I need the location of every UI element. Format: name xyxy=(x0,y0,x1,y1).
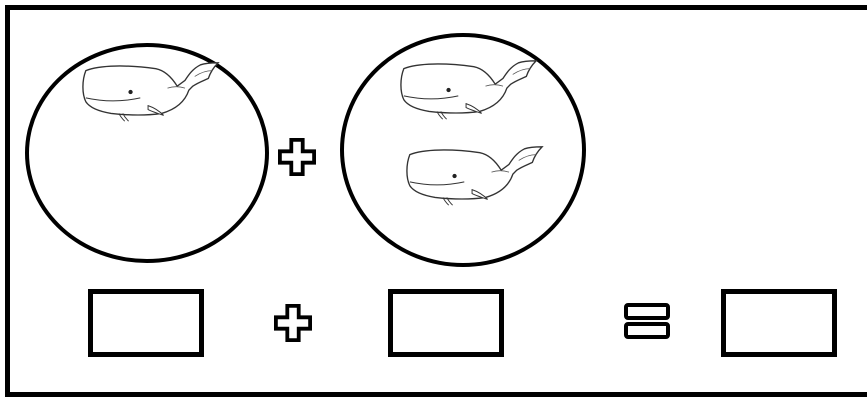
answer-box-second-addend[interactable] xyxy=(388,289,504,357)
plus-icon xyxy=(278,138,316,176)
plus-icon xyxy=(274,304,312,342)
answer-box-first-addend[interactable] xyxy=(88,289,204,357)
whale-icon xyxy=(400,60,537,120)
answer-box-sum[interactable] xyxy=(721,289,837,357)
equals-icon xyxy=(624,303,670,339)
whale-icon xyxy=(406,146,543,206)
whale-icon xyxy=(82,62,219,122)
